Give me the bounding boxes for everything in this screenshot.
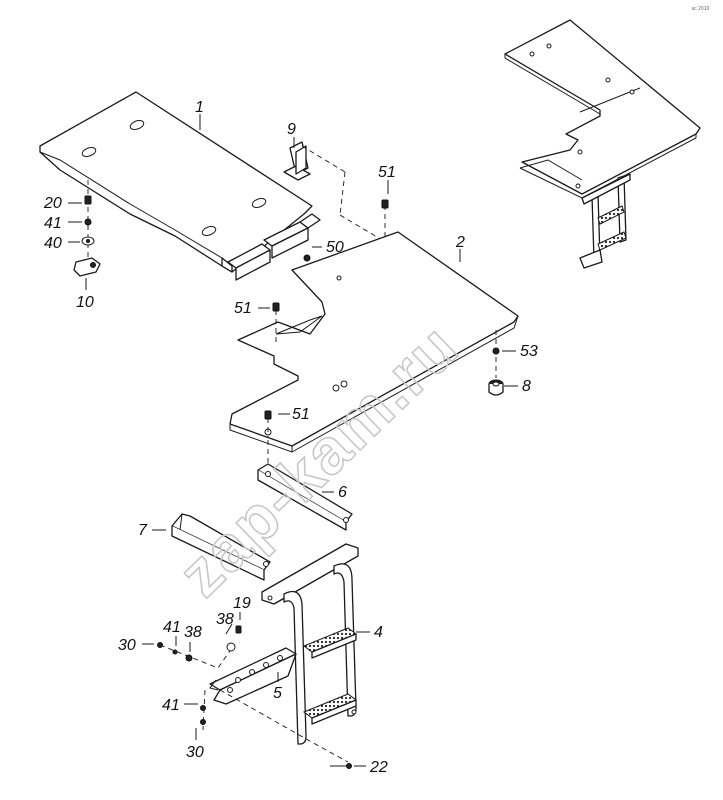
part-2-main-panel	[229, 231, 519, 453]
label-9: 9	[287, 121, 296, 138]
label-8: 8	[522, 378, 531, 395]
label-38-right: 38	[216, 611, 234, 628]
label-1: 1	[195, 99, 204, 116]
label-41-low: 41	[162, 697, 180, 714]
label-38-left: 38	[184, 624, 202, 641]
label-30-upper: 30	[118, 637, 136, 654]
part-labels: 1 2 4 5 6 7 8 9 10 19 20 22 30 30 38 38 …	[43, 99, 538, 776]
label-10: 10	[76, 294, 94, 311]
part-6-bracket	[257, 440, 353, 531]
label-41-mid: 41	[163, 619, 181, 636]
label-22: 22	[369, 759, 388, 776]
label-41-top: 41	[44, 215, 62, 232]
label-50: 50	[326, 239, 344, 256]
corner-mark: кс 2010	[692, 6, 709, 12]
label-19: 19	[233, 595, 251, 612]
label-4: 4	[374, 624, 383, 641]
fastener-53-and-bumper-8	[488, 330, 504, 396]
label-40: 40	[44, 235, 62, 252]
label-30-lower: 30	[186, 744, 204, 761]
bolt-22	[330, 763, 352, 769]
part-4-ladder	[261, 543, 359, 745]
label-53: 53	[520, 343, 538, 360]
fasteners-51	[264, 199, 389, 438]
label-20: 20	[43, 195, 62, 212]
label-5: 5	[273, 685, 282, 702]
fastener-stack-left	[73, 180, 101, 277]
label-6: 6	[338, 484, 347, 501]
part-5-step-bracket	[157, 625, 349, 763]
part-7-bracket	[171, 513, 271, 581]
label-2: 2	[455, 234, 465, 251]
assembled-view	[504, 19, 701, 269]
part-1-floor-plate	[39, 91, 321, 281]
label-51-top: 51	[378, 164, 396, 181]
label-51-mid: 51	[234, 300, 252, 317]
part-9-bracket	[283, 141, 383, 241]
fastener-50	[303, 254, 311, 262]
label-7: 7	[138, 522, 148, 539]
label-51-low: 51	[292, 406, 310, 423]
leader-lines	[68, 114, 518, 767]
